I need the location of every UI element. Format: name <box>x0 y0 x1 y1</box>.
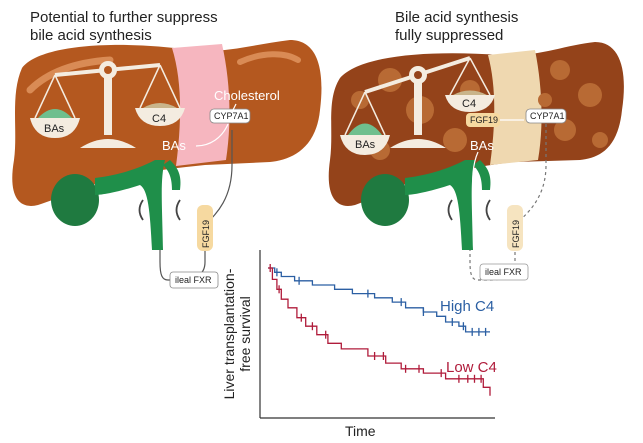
left-bas-label: BAs <box>162 138 186 153</box>
right-gallbladder <box>361 174 409 226</box>
left-bas-pan-label: BAs <box>44 123 65 135</box>
series-line-1 <box>268 267 491 396</box>
left-duct-branch <box>163 160 181 190</box>
left-gallbladder <box>51 174 99 226</box>
y-axis-label-line2: free survival <box>237 296 253 371</box>
right-caption-line1: Bile acid synthesis <box>395 9 518 26</box>
right-bile-duct <box>405 160 475 250</box>
left-cyp7a1-label: CYP7A1 <box>214 111 249 121</box>
survival-chart: Time Liver transplantation- free surviva… <box>221 250 497 439</box>
right-bracket-1 <box>447 199 453 221</box>
right-ileal-box <box>479 263 529 281</box>
left-fgf19-label: FGF19 <box>201 220 211 248</box>
right-cyp7a1-label: CYP7A1 <box>530 111 565 121</box>
left-c4-pan-label: C4 <box>152 113 166 125</box>
right-ileal-label: ileal FXR <box>485 267 522 277</box>
left-ileal-box <box>169 271 219 289</box>
left-liver-highlight <box>26 56 114 94</box>
right-cyp7a1-box <box>525 108 567 124</box>
right-bracket-2 <box>485 199 491 221</box>
right-duct-branch <box>473 160 491 190</box>
left-bracket-2 <box>175 199 181 221</box>
right-fgf19-box-label: FGF19 <box>470 115 498 125</box>
series-layer <box>268 264 491 396</box>
right-tan-zone <box>488 50 542 165</box>
series-label-high-c4: High C4 <box>440 298 494 315</box>
right-panel: Bile acid synthesis fully suppressed <box>328 9 624 281</box>
left-bracket-1 <box>138 199 144 221</box>
left-cyp7a1-box <box>209 108 251 124</box>
left-pink-zone <box>172 44 230 166</box>
left-arrow-chol <box>231 103 237 113</box>
series-label-low-c4: Low C4 <box>446 359 497 376</box>
left-cholesterol-label: Cholesterol <box>214 88 280 103</box>
right-caption-line2: fully suppressed <box>395 27 503 44</box>
right-fgf19-tag <box>507 205 523 251</box>
left-ileal-label: ileal FXR <box>175 275 212 285</box>
left-fgf19-tag <box>197 205 213 251</box>
right-bas-label: BAs <box>470 138 494 153</box>
left-caption-line1: Potential to further suppress <box>30 9 218 26</box>
series-line-0 <box>268 267 490 333</box>
right-fgf19-box <box>466 113 500 127</box>
left-bile-duct <box>95 160 165 250</box>
y-axis-label-line1: Liver transplantation- <box>221 268 237 399</box>
right-fgf19-label: FGF19 <box>511 220 521 248</box>
right-scale <box>340 56 495 155</box>
left-liver-highlight-2 <box>237 51 301 65</box>
right-bas-pan-label: BAs <box>355 139 376 151</box>
right-bas-arrow <box>472 151 479 201</box>
left-arrow-to-bas <box>195 123 229 147</box>
left-caption-line2: bile acid synthesis <box>30 27 152 44</box>
right-c4-pan-label: C4 <box>462 98 476 110</box>
left-panel: Potential to further suppress bile acid … <box>12 9 322 289</box>
left-scale <box>30 61 185 148</box>
x-axis-label: Time <box>345 423 376 439</box>
